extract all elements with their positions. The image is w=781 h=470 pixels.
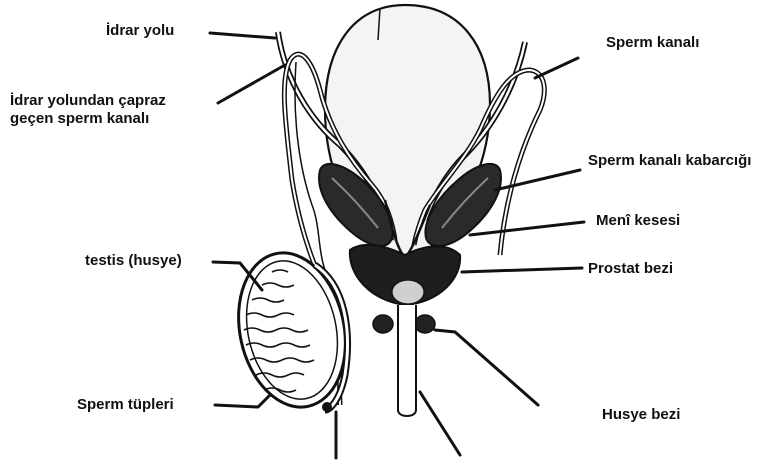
leader-sperm-kanali bbox=[535, 58, 578, 78]
bulbourethral-right bbox=[415, 315, 435, 333]
leader-husye-bezi bbox=[435, 330, 538, 405]
label-meni-kesesi: Menî kesesi bbox=[596, 212, 680, 230]
leader-kabarcigi bbox=[495, 170, 580, 190]
leader-prostat bbox=[462, 268, 582, 272]
urethra bbox=[398, 305, 416, 416]
label-capraz-sperm-kanali: İdrar yolundan çapraz geçen sperm kanalı bbox=[10, 92, 210, 128]
leader-idrar-yolu bbox=[210, 33, 275, 38]
leader-meni-kesesi bbox=[470, 222, 584, 235]
label-testis: testis (husye) bbox=[85, 252, 182, 270]
label-sperm-kanali: Sperm kanalı bbox=[606, 34, 699, 52]
leader-sperm-tupleri bbox=[215, 395, 270, 407]
leader-capraz bbox=[218, 65, 285, 103]
label-husye-bezi: Husye bezi bbox=[602, 406, 680, 424]
label-sperm-tupleri: Sperm tüpleri bbox=[77, 396, 174, 414]
bulbourethral-left bbox=[373, 315, 393, 333]
label-idrar-yolu: İdrar yolu bbox=[106, 22, 174, 40]
leader-urethra bbox=[420, 392, 460, 455]
label-prostat-bezi: Prostat bezi bbox=[588, 260, 673, 278]
label-sperm-kanali-kabarcigi: Sperm kanalı kabarcığı bbox=[588, 152, 751, 170]
